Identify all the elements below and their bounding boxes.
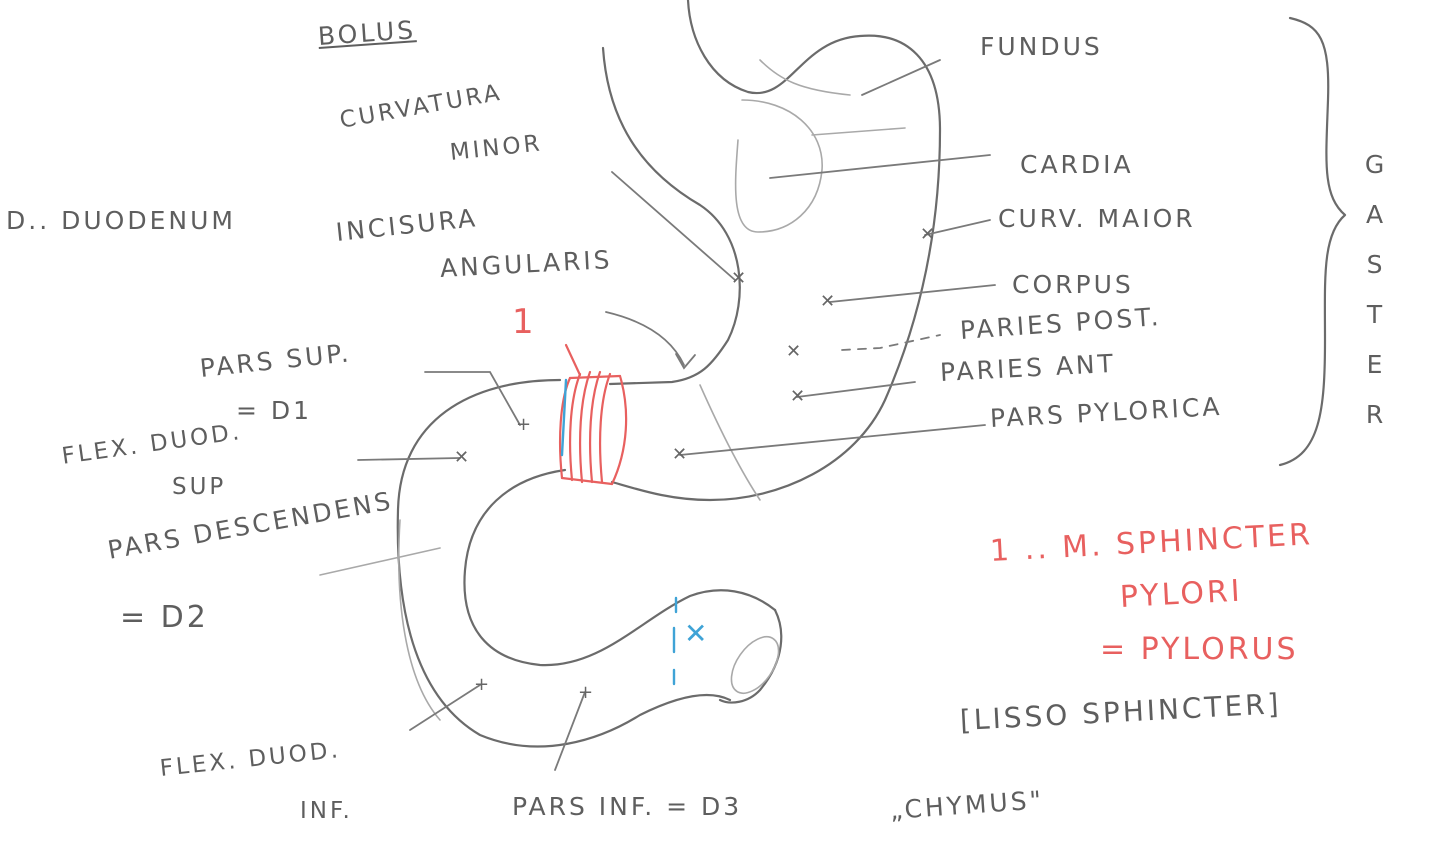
pars-sup-marker: +: [516, 416, 531, 434]
label-flex-inf-2: INF.: [300, 798, 353, 824]
label-fundus: FUNDUS: [980, 32, 1103, 61]
label-corpus: CORPUS: [1012, 270, 1134, 299]
flex-inf-marker: +: [474, 676, 489, 694]
label-cardia: CARDIA: [1020, 150, 1134, 179]
cardia-leader: [770, 155, 990, 178]
label-marker-1: 1: [512, 302, 537, 342]
label-pars-sup-d1: = D1: [236, 396, 312, 425]
marker-1-leader: [566, 345, 580, 375]
gaster-brace: [1280, 18, 1345, 465]
gaster-letter: E: [1356, 340, 1396, 390]
curvatura-minor-marker: ✕: [731, 270, 746, 288]
label-pars-inf: PARS INF. = D3: [512, 792, 742, 821]
paries-post-marker: ✕: [786, 343, 801, 361]
gaster-letter: S: [1356, 240, 1396, 290]
pars-pylorica-marker: ✕: [672, 446, 687, 464]
label-flex-sup-2: SUP: [172, 474, 226, 500]
lesser-curvature-line: [603, 48, 740, 384]
flex-sup-marker: ✕: [454, 449, 469, 467]
label-pars-desc-d2: = D2: [120, 600, 209, 635]
label-curv-maior: CURV. MAIOR: [998, 204, 1196, 233]
flex-sup-leader: [358, 458, 460, 460]
pars-inf-leader: [555, 692, 585, 770]
pars-inf-marker: +: [578, 684, 593, 702]
cardia-outline: [736, 100, 823, 232]
gaster-letter: A: [1356, 190, 1396, 240]
label-duodenum: D.. DUODENUM: [6, 206, 236, 235]
paries-ant-marker: ✕: [790, 388, 805, 406]
legend-line-3: = PYLORUS: [1100, 632, 1299, 667]
gaster-letter: T: [1356, 290, 1396, 340]
gaster-label: G A S T E R: [1356, 140, 1396, 440]
corpus-marker: ✕: [820, 293, 835, 311]
fundus-leader: [862, 60, 940, 95]
pars-desc-leader: [320, 548, 440, 575]
incisura-leader: [606, 312, 684, 365]
greater-curvature-line: [612, 0, 940, 500]
legend-line-2: PYLORI: [1119, 574, 1243, 615]
paries-ant-leader: [797, 382, 915, 397]
corpus-leader: [830, 285, 995, 302]
blue-cross-marker: ✕: [684, 620, 707, 648]
gaster-letter: R: [1356, 390, 1396, 440]
pyloric-sphincter: [560, 372, 626, 484]
paries-post-leader: [842, 335, 940, 350]
gaster-letter: G: [1356, 140, 1396, 190]
curv-maior-marker: ✕: [920, 226, 935, 244]
flex-inf-leader: [410, 685, 480, 730]
